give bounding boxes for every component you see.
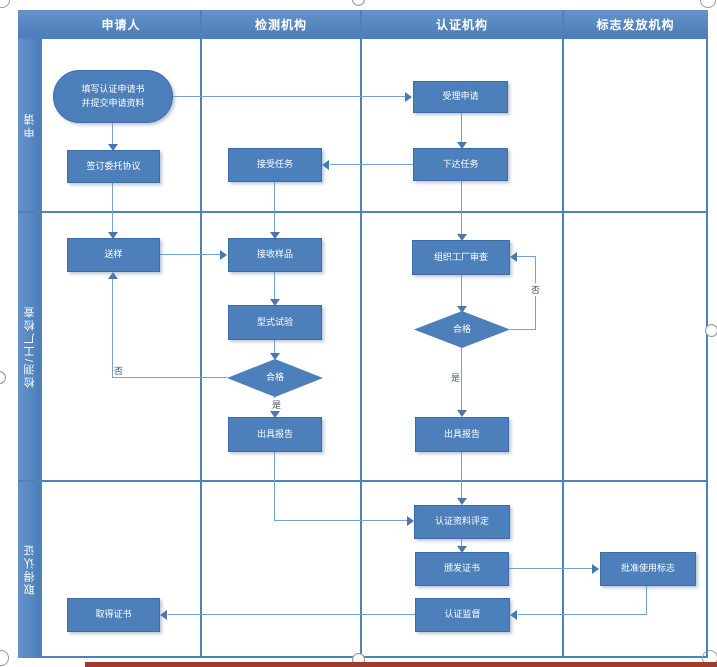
arrowhead [108,232,118,239]
lane-header-bar [18,10,708,38]
lane-header-testing-org: 检测机构 [254,17,307,32]
phase-divider [18,37,708,39]
connector-segment [168,614,415,615]
connector-segment [112,278,113,378]
selection-handle-top[interactable] [352,0,365,6]
connector-segment [112,123,113,145]
node-accept-application[interactable]: 受理申请 [413,81,508,113]
connector-segment [113,377,227,378]
arrowhead [220,250,227,260]
connector-segment [510,329,536,330]
node-evaluate-certification-materials[interactable]: 认证资料评定 [414,505,510,539]
arrowhead [407,516,414,526]
connector-segment [461,181,462,235]
node-organize-factory-review[interactable]: 组织工厂审查 [412,240,510,275]
edge-label-no: 否 [113,364,125,377]
arrowhead [510,610,517,620]
lane-divider [200,10,202,658]
node-issue-certificate[interactable]: 颁发证书 [415,552,509,586]
connector-segment [274,520,408,521]
phase-label-testing-inspection: 检测/工厂检查 [24,304,36,388]
connector-segment [173,96,406,97]
lane-header-applicant: 申请人 [101,17,141,32]
connector-segment [646,586,647,615]
phase-label-application: 申请 [24,112,36,138]
connector-segment [461,113,462,143]
arrowhead [270,299,280,306]
connector-segment [274,452,275,521]
arrowhead [457,142,467,149]
arrowhead [457,498,467,505]
arrowhead [270,411,280,418]
connector-segment [461,348,462,411]
lane-divider [562,10,564,658]
edge-label-yes: 是 [450,371,462,384]
connector-segment [274,272,275,300]
connector-segment [112,183,113,233]
arrowhead [457,234,467,241]
arrowhead [457,410,467,417]
connector-segment [274,340,275,354]
lane-header-certification-org: 认证机构 [435,17,488,32]
arrowhead [457,546,467,553]
corner-handle-top-left[interactable] [0,0,10,8]
arrowhead [270,353,280,360]
connector-segment [461,275,462,307]
connector-segment [461,539,462,547]
node-fill-application[interactable]: 填写认证申请书 并提交申请资料 [53,70,173,123]
arrowhead [457,306,467,313]
phase-divider [18,480,708,482]
arrowhead [510,252,517,262]
arrowhead [160,610,167,620]
connector-segment [518,614,647,615]
arrowhead [108,144,118,151]
connector-segment [274,182,275,233]
selection-handle-right[interactable] [705,324,717,337]
lane-divider [360,10,362,658]
phase-rail [18,38,41,658]
corner-handle-top-right[interactable] [700,0,716,8]
lane-divider [40,38,42,658]
node-issue-report-certification[interactable]: 出具报告 [415,417,509,452]
arrowhead [592,564,599,574]
node-issue-report-testing[interactable]: 出具报告 [228,417,322,452]
node-accept-task[interactable]: 接受任务 [228,148,322,182]
phase-label-obtain-certification: 取得认证 [24,543,36,596]
node-certification-supervision[interactable]: 认证监督 [415,598,510,632]
connector-segment [509,568,593,569]
bottom-red-strip [85,662,717,667]
node-type-test[interactable]: 型式试验 [228,305,322,340]
connector-segment [461,452,462,499]
connector-segment [517,256,536,257]
node-obtain-certificate[interactable]: 取得证书 [67,598,160,632]
lane-header-mark-issuing-org: 标志发放机构 [596,17,675,32]
node-sign-agreement[interactable]: 签订委托协议 [67,150,160,183]
arrowhead [270,232,280,239]
arrowhead [108,272,118,279]
phase-divider [18,211,708,213]
node-approve-mark-use[interactable]: 批准使用标志 [600,552,696,586]
connector-segment [160,254,221,255]
node-assign-task[interactable]: 下达任务 [413,148,508,181]
edge-label-no: 否 [530,283,542,296]
edge-label-yes: 是 [271,398,283,411]
arrowhead [405,92,412,102]
connector-segment [330,164,413,165]
corner-handle-bottom-left[interactable] [0,650,9,666]
selection-handle-left[interactable] [0,371,6,384]
node-receive-sample[interactable]: 接收样品 [228,238,322,272]
arrowhead [322,160,329,170]
node-send-sample[interactable]: 送样 [67,238,160,272]
